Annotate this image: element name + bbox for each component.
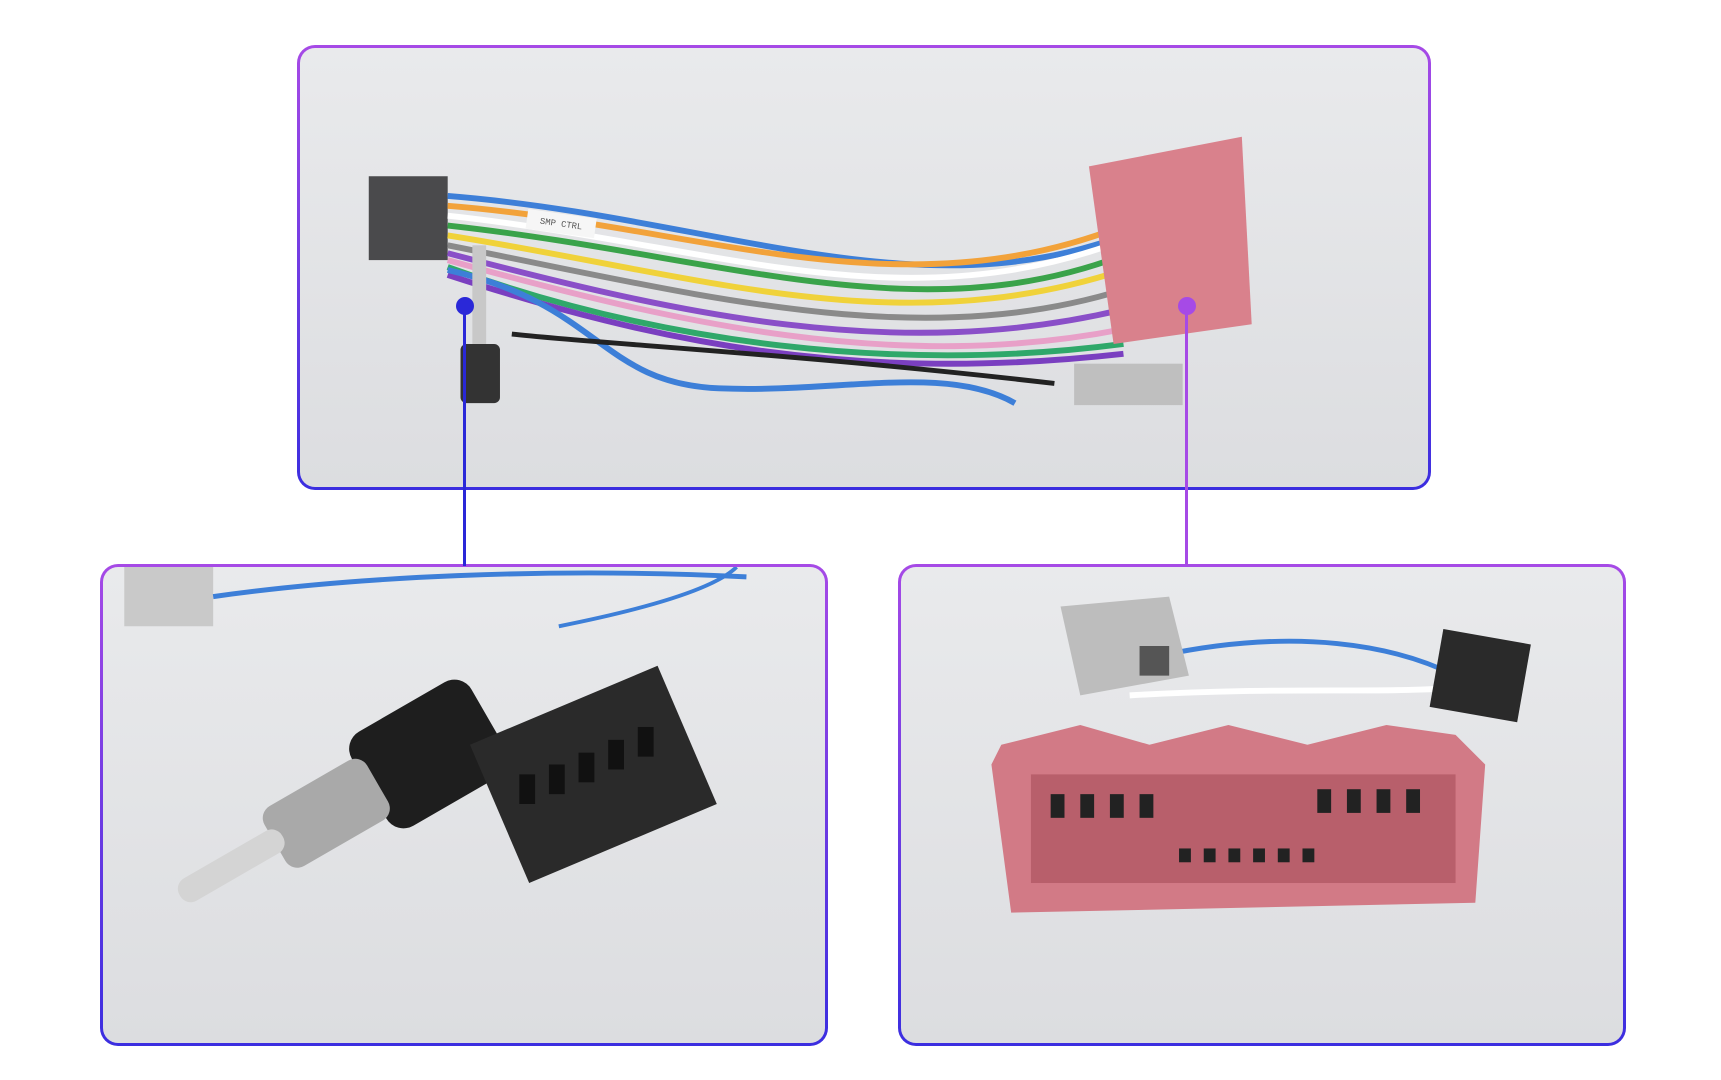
left-callout-dot: [456, 297, 474, 315]
antenna-plug: [460, 343, 500, 404]
label-tag: SMP CTRL: [525, 209, 597, 239]
antenna-detail-photo: [100, 564, 828, 1046]
gray-connector: [1074, 363, 1183, 406]
pink-connector: [1088, 136, 1252, 344]
right-callout-dot: [1178, 297, 1196, 315]
antenna-sleeve: [262, 758, 390, 868]
gray-connector: [1060, 596, 1189, 696]
antenna-pin: [472, 245, 487, 344]
left-callout-line: [463, 306, 466, 566]
antenna-plug-body: [349, 679, 509, 829]
pink-connector-illustration: [991, 596, 1531, 913]
pink-connector-detail-photo: [898, 564, 1626, 1046]
antenna-detail-illustration: [124, 567, 747, 903]
harness-overview-photo: SMP CTRL: [297, 45, 1431, 490]
black-iso-connector: [368, 176, 448, 261]
right-callout-line: [1185, 306, 1188, 566]
wiring-harness-illustration: SMP CTRL: [368, 136, 1252, 406]
antenna-pin: [177, 829, 285, 903]
